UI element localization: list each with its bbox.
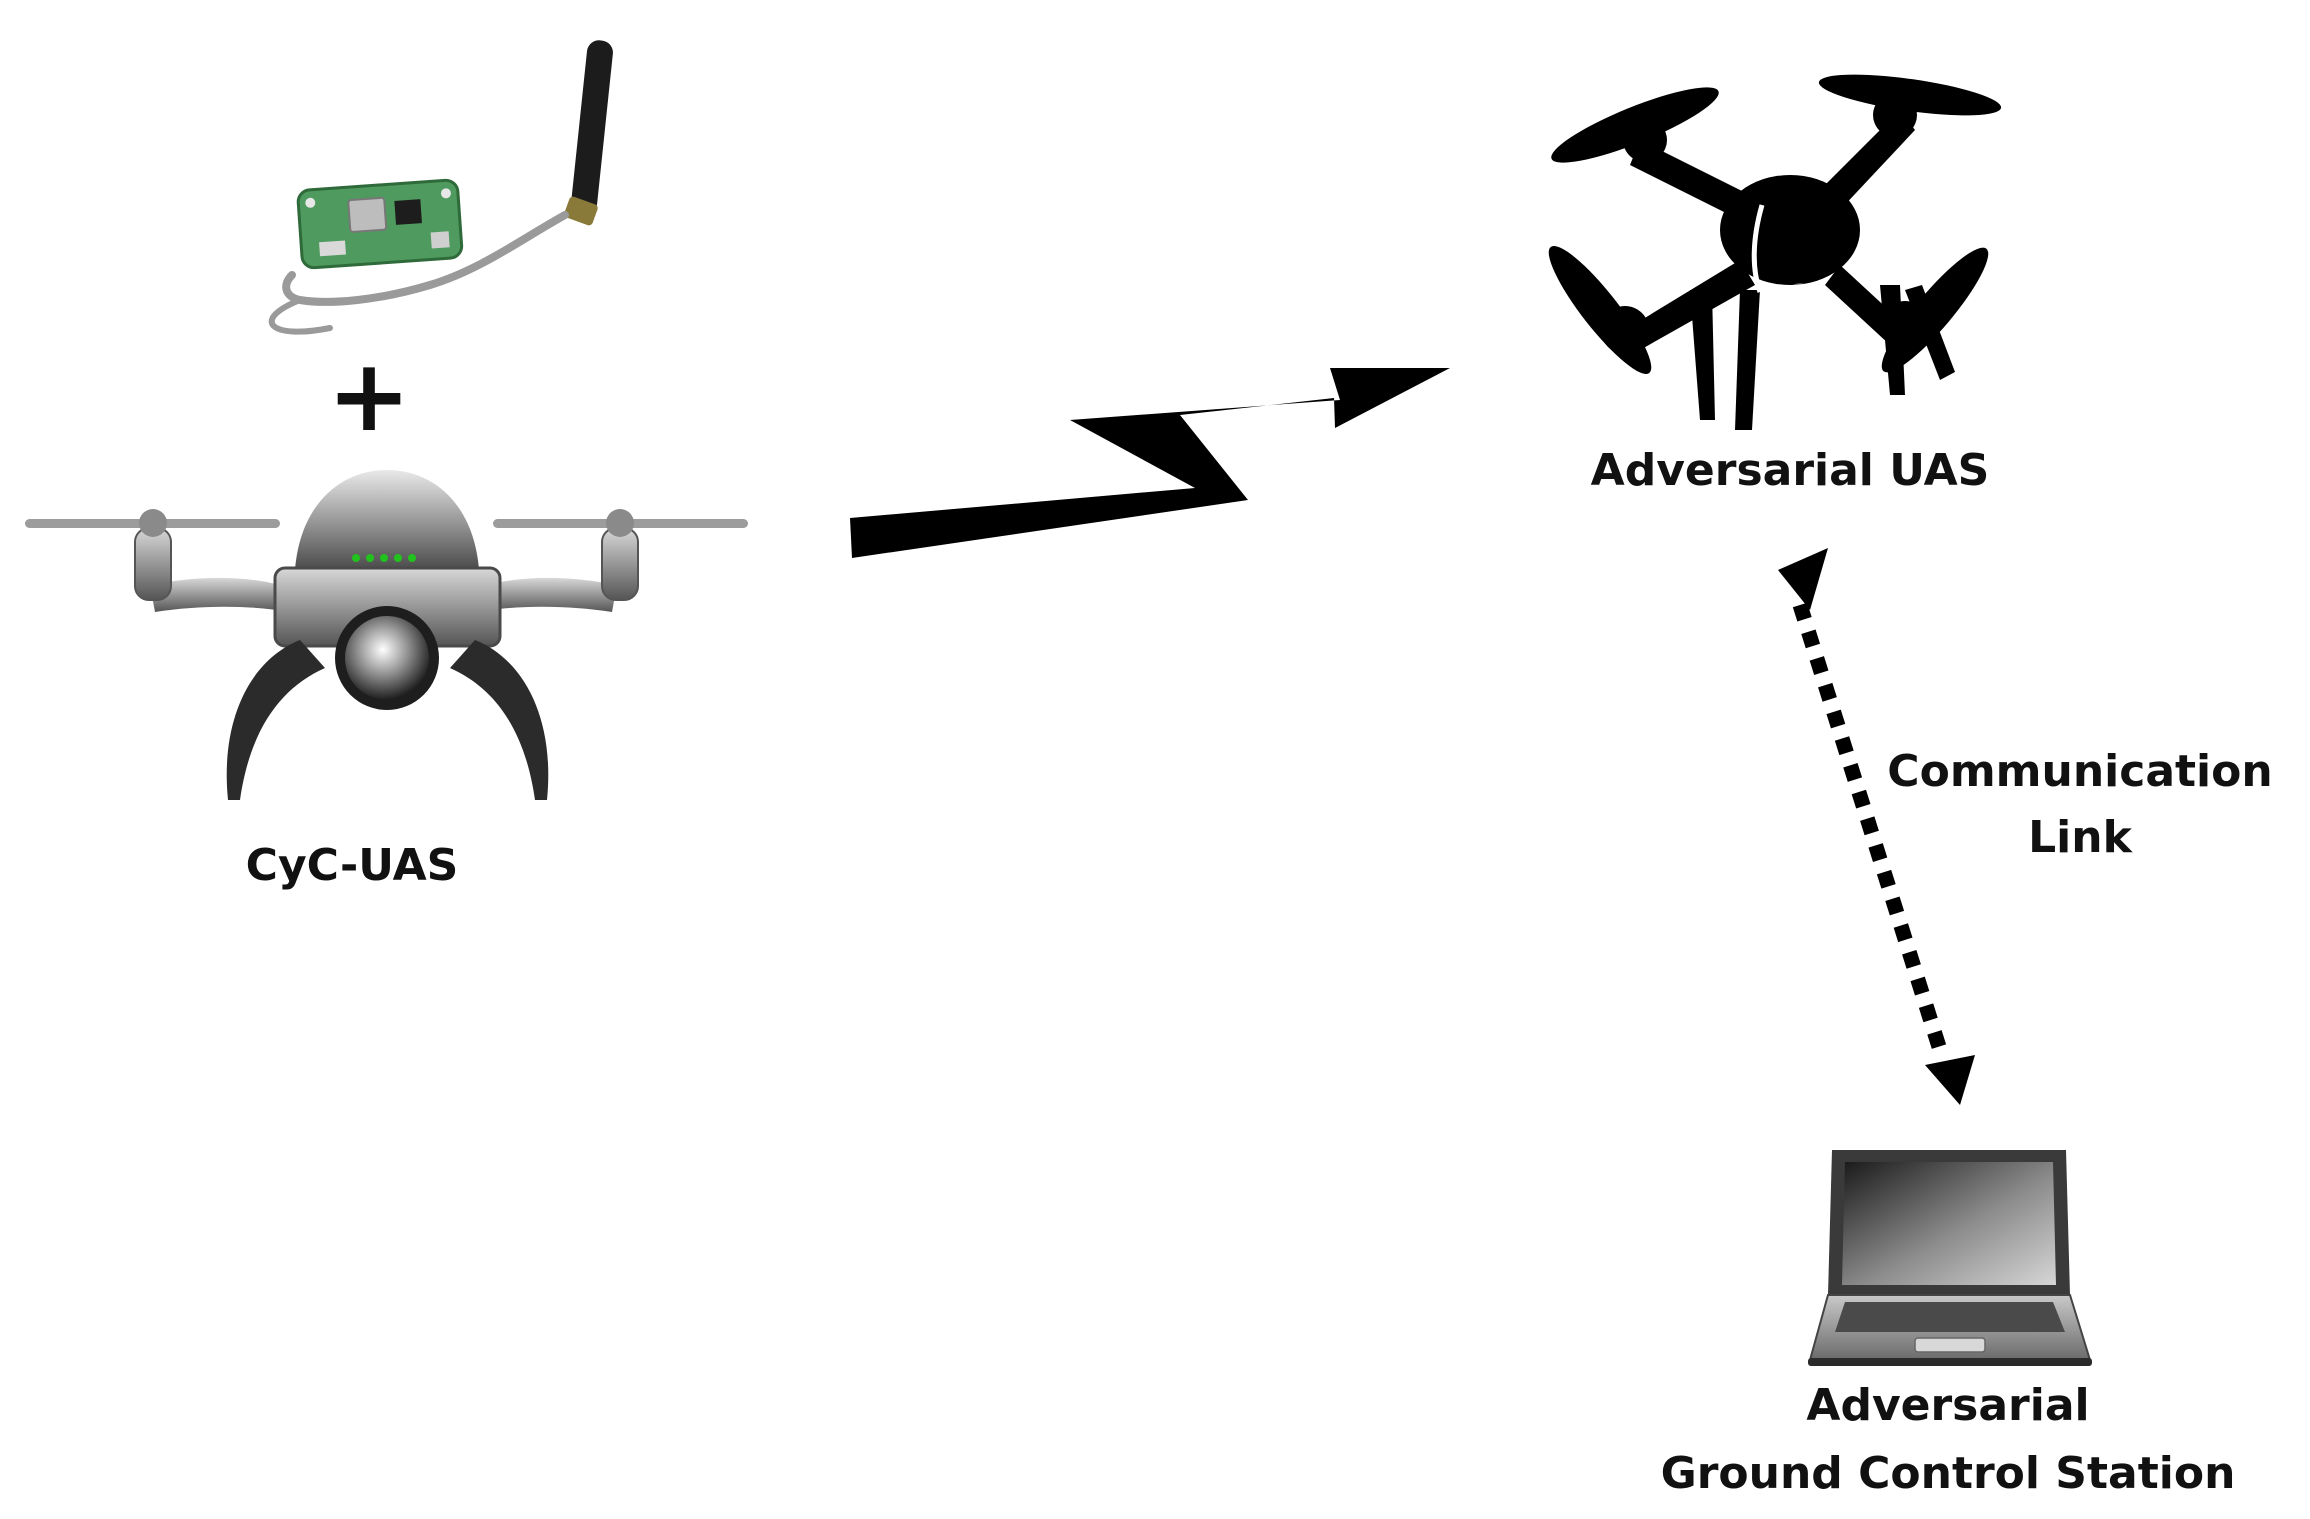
- communication-link-label-line2: Link: [2028, 812, 2133, 863]
- quadcopter-silhouette-icon: [1548, 74, 2002, 430]
- dotted-double-arrow-icon: [1778, 548, 1975, 1105]
- plus-sign: +: [327, 337, 411, 454]
- radio-board-with-antenna-icon: [268, 40, 613, 335]
- laptop-icon: [1808, 1150, 2092, 1366]
- adversarial-uas-label: Adversarial UAS: [1591, 445, 1990, 496]
- camera-quadcopter-icon: [25, 470, 748, 800]
- ground-station-label-line1: Adversarial: [1806, 1380, 2089, 1431]
- ground-station-label-line2: Ground Control Station: [1661, 1448, 2236, 1499]
- cyc-uas-label: CyC-UAS: [246, 840, 459, 891]
- communication-link-label-line1: Communication: [1887, 746, 2272, 797]
- lightning-bolt-arrow-icon: [850, 368, 1450, 558]
